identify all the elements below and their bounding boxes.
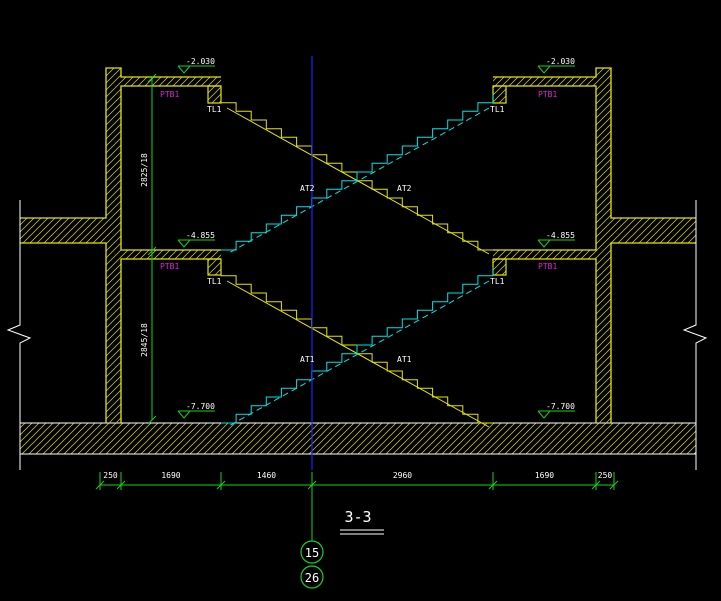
left-wall-outline (20, 67, 221, 219)
horizontal-dim-label: 1690 (161, 471, 180, 480)
landing-top-right (493, 77, 596, 86)
right-wall-inner-upper (493, 85, 597, 251)
landing-top-left (121, 77, 221, 86)
beam-label-upper-left: TL1 (207, 105, 222, 114)
flight-label-upper-left: AT2 (300, 184, 315, 193)
elev-mark-bottom-right (537, 410, 552, 419)
vertical-dim-tick-top (147, 73, 157, 83)
flight-label-upper-right: AT2 (397, 184, 412, 193)
horizontal-dim-label: 250 (598, 471, 613, 480)
right-break-line (682, 200, 708, 470)
foundation-slab (20, 423, 696, 454)
vertical-dim-upper: 2825/18 (140, 153, 149, 187)
structure (6, 67, 708, 470)
horizontal-dim-labels: 250 1690 1460 2960 1690 250 (103, 471, 612, 480)
axis-bubble-bottom (300, 565, 324, 589)
elevation-bottom-right: -7.700 (546, 402, 575, 411)
axis-bubble-top (300, 540, 324, 564)
right-wall-outer-lower (610, 242, 696, 423)
right-wall-inner-lower (493, 258, 597, 423)
vertical-dimensions (147, 73, 157, 425)
vertical-dim-lower: 2845/18 (140, 323, 149, 357)
slab-label-lower-right: PTB1 (538, 262, 557, 271)
left-break-line (6, 200, 32, 470)
elev-mark-top-left (177, 65, 192, 74)
axis-bubble-bottom-label: 26 (305, 571, 319, 585)
elevation-bottom-left: -7.700 (186, 402, 215, 411)
vertical-dim-tick-mid (147, 246, 157, 256)
left-wall-inner-upper (120, 85, 221, 251)
flight-lower-cut-soffit (226, 280, 490, 428)
axis-bubble-top-label: 15 (305, 546, 319, 560)
slab-label-lower-left: PTB1 (160, 262, 179, 271)
left-external-slab (20, 218, 106, 243)
horizontal-dim-label: 2960 (393, 471, 412, 480)
flight-upper-beyond-steps (221, 94, 494, 251)
left-wall-inner-lower (120, 258, 221, 423)
elevation-mid-right: -4.855 (546, 231, 575, 240)
elev-mark-top-right (537, 65, 552, 74)
vertical-dim-tick-bottom (147, 415, 157, 425)
horizontal-dim-label: 250 (103, 471, 118, 480)
stair-flights (220, 94, 494, 428)
beam-label-lower-right: TL1 (490, 277, 505, 286)
slab-label-upper-right: PTB1 (538, 90, 557, 99)
beam-tl1-lower-left (207, 258, 222, 276)
slab-label-upper-left: PTB1 (160, 90, 179, 99)
beam-tl1-lower-right (492, 258, 507, 276)
left-wall (106, 68, 121, 423)
landing-mid-left (121, 250, 221, 259)
right-external-slab (611, 218, 696, 243)
beam-tl1-upper-right (492, 85, 507, 104)
horizontal-dim-label: 1460 (257, 471, 276, 480)
beam-tl1-upper-left (207, 85, 222, 104)
landing-mid-right (493, 250, 596, 259)
horizontal-dim-label: 1690 (535, 471, 554, 480)
flight-label-lower-right: AT1 (397, 355, 412, 364)
right-wall-outline (493, 67, 696, 219)
right-wall (596, 68, 611, 423)
flight-label-lower-left: AT1 (300, 355, 315, 364)
elev-mark-mid-right (537, 239, 552, 248)
elevation-mid-left: -4.855 (186, 231, 215, 240)
elev-mark-bottom-left (177, 410, 192, 419)
flight-lower-beyond-steps (221, 267, 494, 424)
elev-mark-mid-left (177, 239, 192, 248)
elevation-marks (177, 65, 575, 419)
section-title: 3-3 (344, 508, 371, 526)
beam-label-lower-left: TL1 (207, 277, 222, 286)
elevation-top-left: -2.030 (186, 57, 215, 66)
flight-upper-cut-soffit (226, 107, 490, 255)
beam-label-upper-right: TL1 (490, 105, 505, 114)
elevation-top-right: -2.030 (546, 57, 575, 66)
left-wall-outer-lower (20, 242, 107, 423)
